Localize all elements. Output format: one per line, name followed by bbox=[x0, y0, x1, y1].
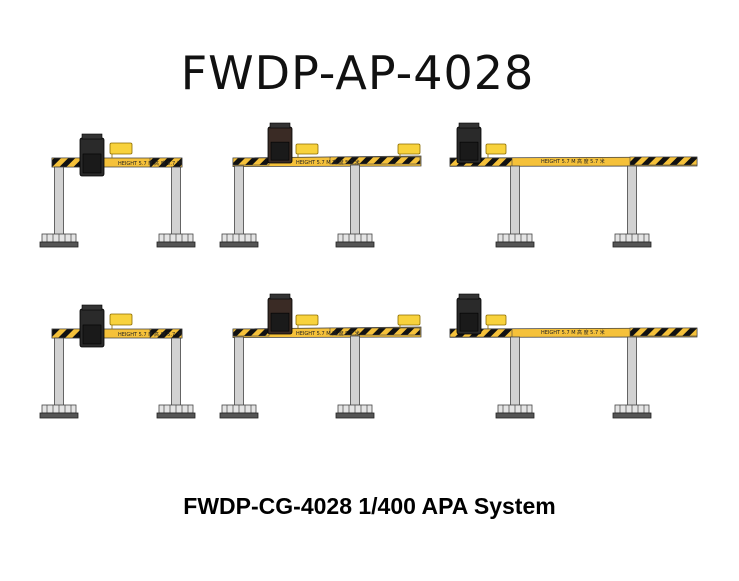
wheel-bogie bbox=[495, 241, 535, 248]
height-label-cjk: 高 度 5.7 米 bbox=[577, 158, 605, 165]
height-label: HEIGHT 5.7 M bbox=[541, 159, 576, 165]
support-column bbox=[54, 166, 64, 237]
warning-sign bbox=[397, 143, 421, 155]
cab-door bbox=[459, 141, 479, 161]
cab-canopy bbox=[81, 133, 103, 140]
warning-sign bbox=[295, 143, 319, 155]
height-label-cjk: 高 度 5.7 米 bbox=[332, 330, 360, 337]
cab-canopy bbox=[81, 304, 103, 311]
wheel-bogie bbox=[156, 241, 196, 248]
hazard-stripe bbox=[629, 156, 698, 166]
wheel-bogie bbox=[219, 241, 259, 248]
hazard-stripe bbox=[51, 157, 81, 168]
hazard-stripe bbox=[329, 156, 421, 165]
hazard-stripe bbox=[329, 327, 421, 336]
support-column bbox=[627, 336, 637, 408]
cab-door bbox=[82, 324, 102, 345]
height-label-cjk: 高 度 5.7 米 bbox=[332, 159, 360, 166]
cab-door bbox=[459, 312, 479, 332]
hazard-stripe bbox=[149, 328, 183, 339]
hazard-stripe bbox=[232, 328, 270, 337]
height-label-cjk: 高 度 5.7 米 bbox=[154, 331, 182, 338]
support-column bbox=[350, 164, 360, 237]
wheel-bogie bbox=[612, 241, 652, 248]
hazard-stripe bbox=[149, 157, 183, 168]
warning-sign bbox=[397, 314, 421, 326]
support-column bbox=[54, 337, 64, 408]
wheel-bogie bbox=[39, 241, 79, 248]
cab-canopy bbox=[458, 293, 480, 300]
wheel-bogie bbox=[335, 412, 375, 419]
wheel-bogie bbox=[219, 412, 259, 419]
support-column bbox=[510, 165, 520, 237]
hazard-stripe bbox=[629, 327, 698, 337]
warning-sign bbox=[109, 313, 133, 326]
wheel-bogie bbox=[39, 412, 79, 419]
hazard-stripe bbox=[51, 328, 81, 339]
cab-door bbox=[270, 312, 290, 332]
support-column bbox=[510, 336, 520, 408]
support-column bbox=[171, 166, 181, 237]
height-label: HEIGHT 5.7 M bbox=[296, 331, 331, 337]
warning-sign bbox=[295, 314, 319, 326]
support-column bbox=[234, 336, 244, 408]
cab-door bbox=[270, 141, 290, 161]
warning-sign bbox=[109, 142, 133, 155]
support-column bbox=[627, 165, 637, 237]
warning-sign bbox=[485, 143, 507, 155]
wheel-bogie bbox=[335, 241, 375, 248]
height-label: HEIGHT 5.7 M bbox=[118, 161, 153, 167]
caption: FWDP-CG-4028 1/400 APA System bbox=[183, 493, 556, 519]
height-label: HEIGHT 5.7 M bbox=[296, 160, 331, 166]
support-column bbox=[234, 165, 244, 237]
cab-canopy bbox=[269, 293, 291, 300]
cab-canopy bbox=[269, 122, 291, 129]
warning-sign bbox=[485, 314, 507, 326]
height-label-cjk: 高 度 5.7 米 bbox=[154, 160, 182, 167]
cab-door bbox=[82, 153, 102, 174]
page-title: FWDP-AP-4028 bbox=[180, 46, 535, 100]
height-label-cjk: 高 度 5.7 米 bbox=[577, 329, 605, 336]
hazard-stripe bbox=[232, 157, 270, 166]
height-label: HEIGHT 5.7 M bbox=[541, 330, 576, 336]
support-column bbox=[171, 337, 181, 408]
wheel-bogie bbox=[495, 412, 535, 419]
height-label: HEIGHT 5.7 M bbox=[118, 332, 153, 338]
cab-canopy bbox=[458, 122, 480, 129]
support-column bbox=[350, 335, 360, 408]
wheel-bogie bbox=[612, 412, 652, 419]
wheel-bogie bbox=[156, 412, 196, 419]
